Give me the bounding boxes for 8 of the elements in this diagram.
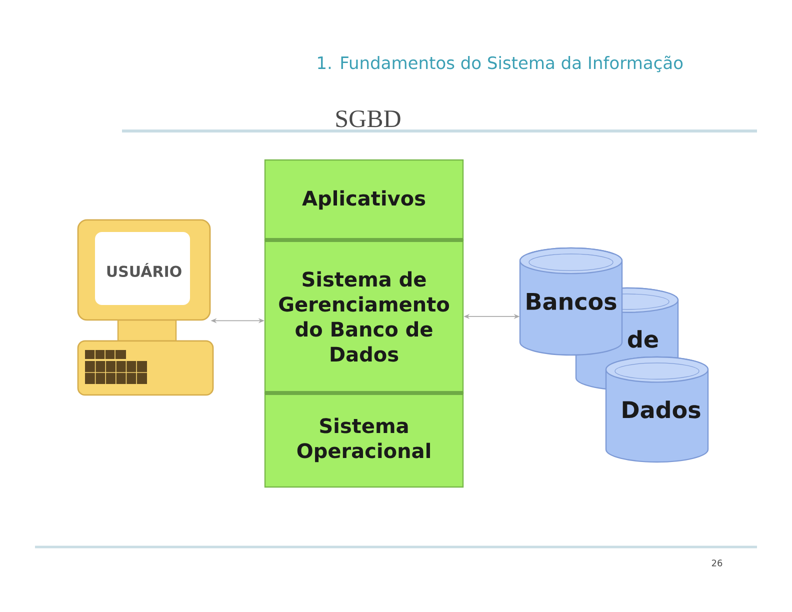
database-cylinder: Bancos — [519, 247, 623, 356]
slide-title: SGBD — [336, 110, 400, 128]
layer-box: Sistema Operacional — [264, 392, 464, 488]
running-header: 1. Fundamentos do Sistema da Informação — [318, 56, 683, 72]
database-cylinder: Dados — [605, 356, 709, 463]
layer-box: Sistema de Gerenciamento do Banco de Dados — [264, 239, 464, 394]
page-number: 26 — [712, 560, 722, 566]
layer-box: Aplicativos — [264, 159, 464, 241]
